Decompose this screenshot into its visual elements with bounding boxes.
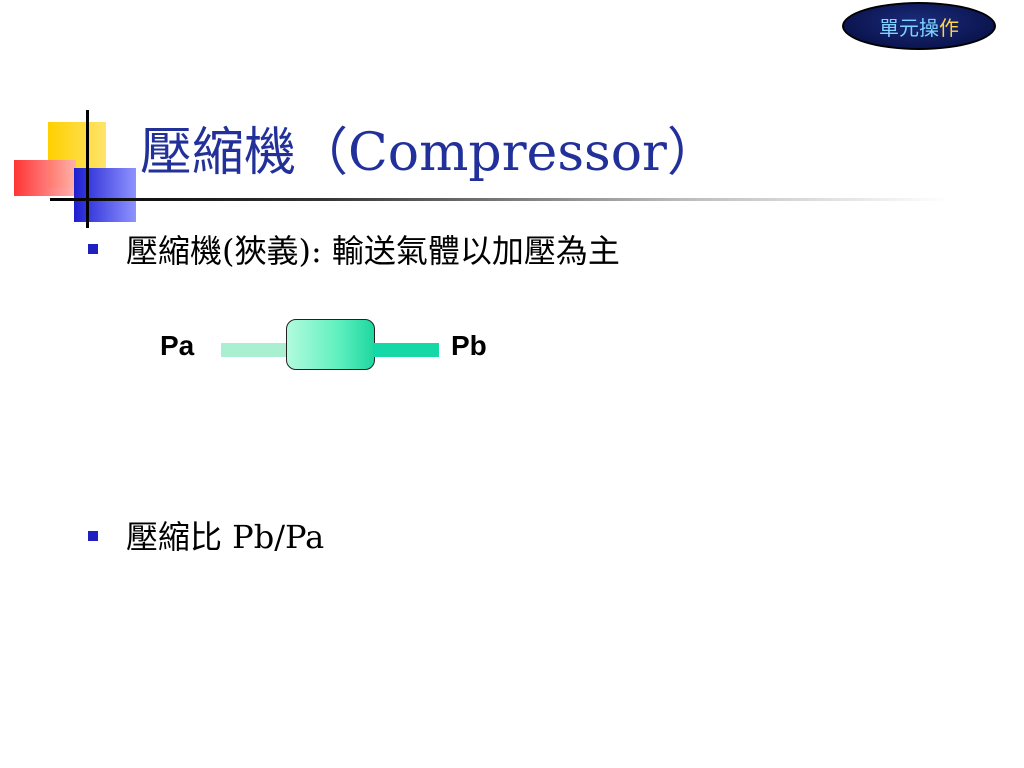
badge-label-accent: 作 bbox=[939, 15, 959, 40]
slide-title: 壓縮機（Compressor） bbox=[140, 123, 719, 183]
badge-label: 單元操 bbox=[879, 15, 939, 40]
compressor-body bbox=[286, 319, 375, 370]
inlet-pipe bbox=[221, 343, 289, 357]
title-decoration-red bbox=[14, 160, 76, 196]
title-decoration-vertical-line bbox=[86, 110, 89, 228]
bullet-icon bbox=[88, 244, 98, 254]
title-decoration-blue bbox=[74, 168, 136, 222]
bullet-item-definition: 壓縮機(狹義): 輸送氣體以加壓為主 bbox=[126, 232, 620, 270]
outlet-pressure-label: Pb bbox=[451, 330, 487, 361]
title-underline bbox=[50, 198, 950, 201]
inlet-pressure-label: Pa bbox=[160, 330, 195, 361]
outlet-pipe bbox=[373, 343, 439, 357]
bullet-icon bbox=[88, 531, 98, 541]
unit-operation-badge[interactable]: 單元操作 bbox=[842, 2, 996, 50]
bullet-item-compression-ratio: 壓縮比 Pb/Pa bbox=[126, 518, 325, 556]
